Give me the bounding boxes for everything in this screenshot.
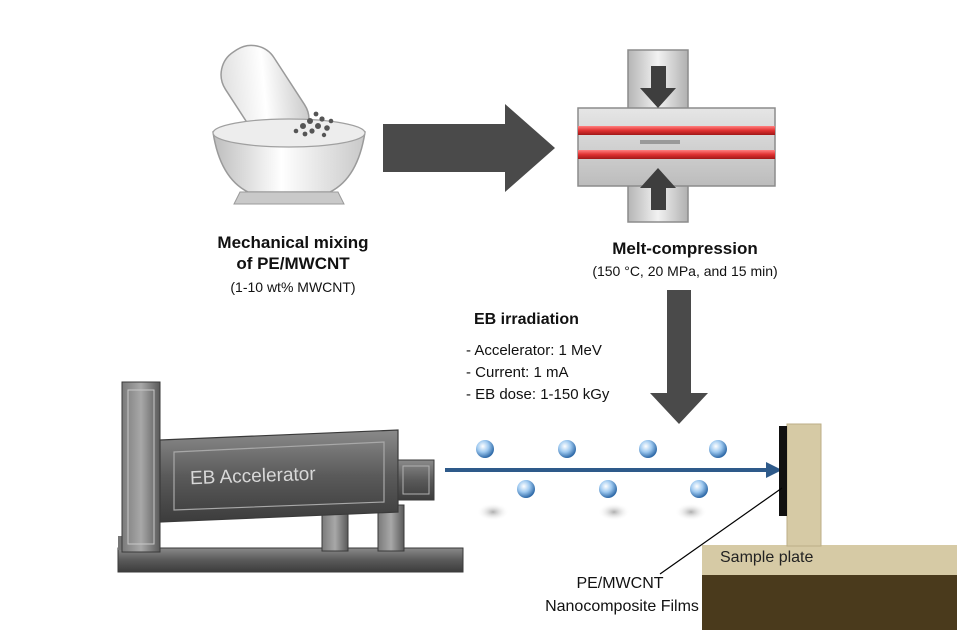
eb-accelerator-icon	[117, 381, 464, 573]
irradiation-title: EB irradiation	[474, 311, 579, 328]
param-current: - Current: 1 mA	[466, 364, 569, 381]
mixing-detail: (1-10 wt% MWCNT)	[230, 279, 356, 295]
param-dose: - EB dose: 1-150 kGy	[466, 386, 610, 403]
mortar-pestle-icon	[212, 44, 366, 205]
param-accelerator: - Accelerator: 1 MeV	[466, 342, 602, 359]
arrow-down-icon	[650, 290, 708, 424]
accelerator-label: EB Accelerator	[189, 463, 316, 490]
arrow-right-icon	[383, 104, 555, 192]
heater-bottom	[578, 150, 775, 159]
mixing-title-line2: of PE/MWCNT	[236, 254, 350, 273]
electron-particles	[476, 440, 727, 498]
beam-arrowhead	[766, 462, 782, 478]
film-pointer-line	[659, 487, 783, 575]
hot-press-icon	[577, 49, 776, 223]
film-label-line1: PE/MWCNT	[576, 575, 664, 592]
compression-detail: (150 °C, 20 MPa, and 15 min)	[592, 263, 778, 279]
electron-beam	[445, 440, 782, 521]
sample-plate-label: Sample plate	[720, 549, 814, 566]
sample-plate-icon	[702, 423, 957, 630]
nanocomposite-film	[779, 426, 787, 516]
mwcnt-particles	[293, 111, 334, 138]
mixing-title-line1: Mechanical mixing	[217, 233, 369, 252]
heater-top	[578, 126, 775, 135]
compression-title: Melt-compression	[612, 239, 758, 258]
film-label-line2: Nanocomposite Films	[545, 598, 699, 615]
